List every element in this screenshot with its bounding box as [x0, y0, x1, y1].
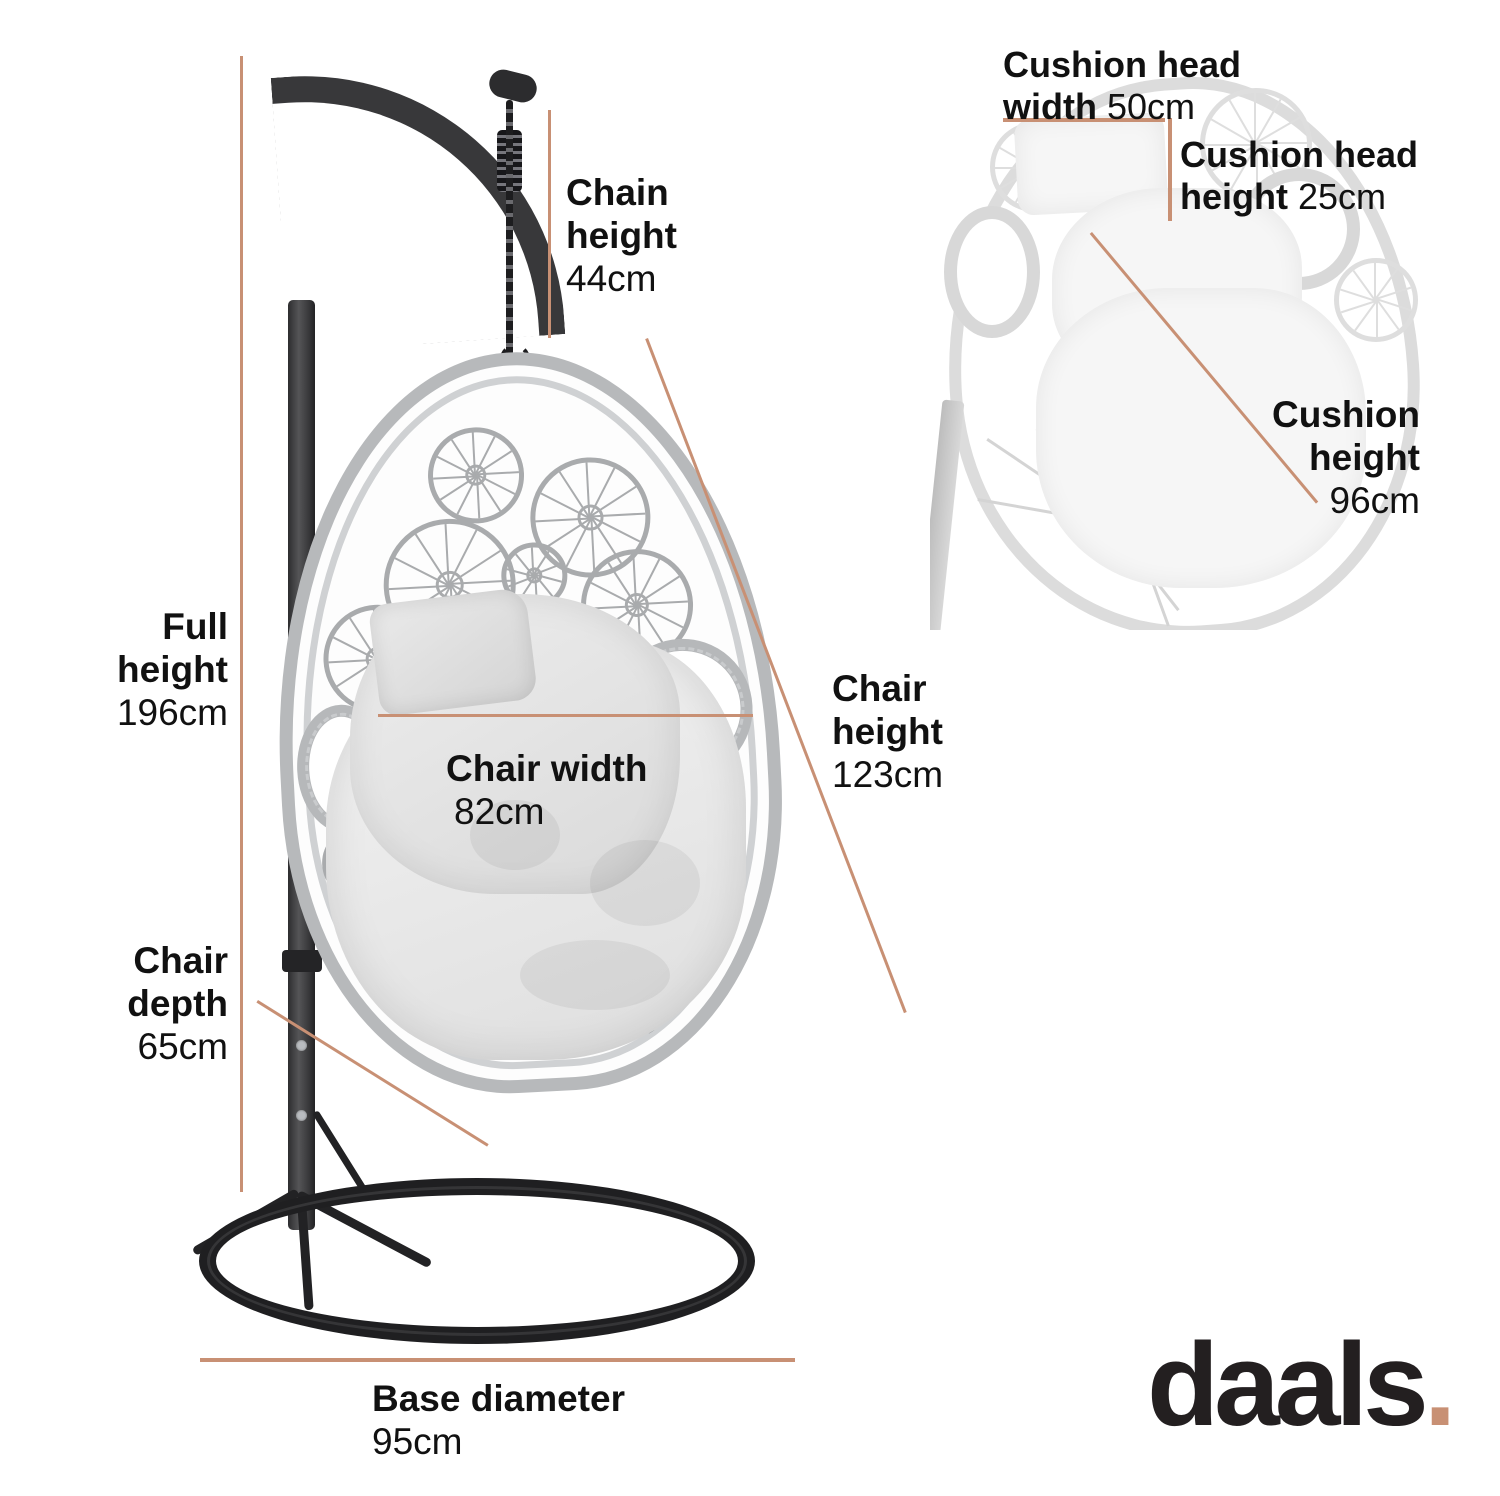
cushion-head-width-label-line1: Cushion head — [1003, 44, 1242, 85]
cushion-height-label-line1: Cushion — [1272, 394, 1420, 435]
chair-depth-label: Chair depth 65cm — [20, 940, 228, 1069]
cushion-head-width-value: 50cm — [1107, 85, 1196, 127]
chair-width-label-line1: Chair width — [446, 748, 648, 789]
full-height-label: Full height 196cm — [20, 606, 228, 735]
chair-width-value: 82cm — [454, 790, 545, 832]
hanging-chain — [506, 100, 513, 355]
stand-arc-tip — [486, 66, 540, 106]
inset-seat-cushion — [1036, 288, 1366, 588]
post-clamp-upper — [282, 950, 322, 972]
cushion-head-height-label-line2: height — [1180, 175, 1288, 217]
head-pillow — [367, 586, 539, 718]
chair-height-label-line2: height — [832, 710, 943, 752]
post-bolt-lower — [296, 1110, 307, 1121]
base-ring — [199, 1178, 755, 1344]
full-height-value: 196cm — [116, 691, 228, 733]
base-diameter-label-line1: Base diameter — [372, 1378, 625, 1419]
inset-egg-basket — [930, 70, 1437, 630]
chair-depth-value: 65cm — [137, 1025, 228, 1067]
cushion-tuft — [520, 940, 670, 1010]
brand-logo: daals. — [1147, 1317, 1457, 1453]
chain-height-label: Chain height 44cm — [566, 172, 766, 301]
cushion-tuft — [590, 840, 700, 926]
chair-height-value: 123cm — [832, 753, 944, 795]
cushion-tuft — [470, 800, 560, 870]
inset-rattan-flower — [1334, 258, 1418, 342]
chair-depth-label-line1: Chair — [133, 940, 228, 981]
full-height-label-line1: Full — [162, 606, 228, 647]
chair-height-label: Chair height 123cm — [832, 668, 1052, 797]
base-diameter-label: Base diameter 95cm — [372, 1378, 712, 1464]
chain-height-label-line2: height — [566, 214, 677, 256]
cushion-height-label-line2: height — [1309, 436, 1420, 478]
brand-logo-dot: . — [1423, 1319, 1457, 1451]
chair-height-label-line1: Chair — [832, 668, 927, 709]
chair-width-marker — [378, 714, 753, 717]
cushion-height-value: 96cm — [1329, 479, 1420, 521]
full-height-label-line2: height — [117, 648, 228, 690]
base-diameter-marker — [200, 1358, 795, 1362]
cushion-head-height-label-line1: Cushion head — [1180, 134, 1419, 175]
cushion-head-width-label: Cushion head width 50cm — [1003, 44, 1323, 128]
chain-height-marker — [548, 110, 551, 338]
cushion-head-width-label-line2: width — [1003, 85, 1097, 127]
cushion-head-height-label: Cushion head height 25cm — [1180, 134, 1500, 218]
cushion-height-label: Cushion height 96cm — [1180, 394, 1420, 523]
brand-logo-text: daals — [1147, 1319, 1429, 1451]
cushion-head-height-marker — [1168, 118, 1172, 221]
chair-width-label: Chair width 82cm — [446, 748, 746, 834]
base-diameter-value: 95cm — [372, 1420, 463, 1462]
cushion-closeup-illustration — [930, 70, 1470, 630]
chain-height-label-line1: Chain — [566, 172, 669, 213]
chair-depth-label-line2: depth — [127, 982, 228, 1024]
inset-side-ring — [944, 206, 1040, 338]
cushion-head-height-value: 25cm — [1298, 175, 1387, 217]
full-height-marker — [240, 56, 243, 1192]
post-bolt-upper — [296, 1040, 307, 1051]
chain-height-value: 44cm — [566, 257, 657, 299]
cushion-head-width-marker — [1003, 118, 1165, 122]
